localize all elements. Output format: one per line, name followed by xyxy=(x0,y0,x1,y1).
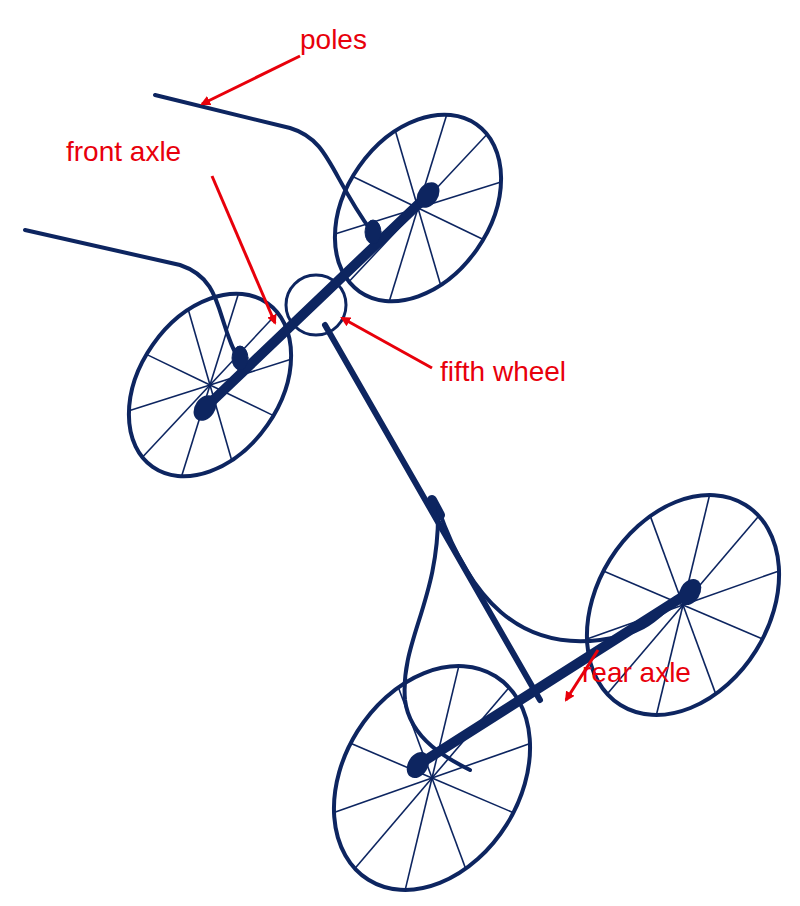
rear-axle xyxy=(418,592,690,765)
wheel-spoke xyxy=(432,778,466,869)
wheel-rim xyxy=(294,630,570,906)
wheel-spoke xyxy=(334,778,432,812)
part-label: fifth wheel xyxy=(440,356,566,388)
part-label: rear axle xyxy=(582,657,691,689)
hub xyxy=(232,346,248,370)
wheel-hub xyxy=(402,748,434,782)
hound xyxy=(438,508,668,641)
wheel-hub xyxy=(412,178,444,212)
wheel-spoke xyxy=(147,354,211,385)
wheel-spoke xyxy=(210,294,238,385)
axles xyxy=(205,195,690,765)
pole xyxy=(25,230,240,362)
wheels xyxy=(95,83,800,906)
wheel-spoke xyxy=(353,177,418,209)
wheel-spoke xyxy=(395,131,418,208)
hub xyxy=(365,220,381,244)
hound xyxy=(405,508,470,770)
wheel-spoke xyxy=(418,208,483,240)
leader-arrow xyxy=(212,176,275,323)
wheel-spoke xyxy=(432,778,513,813)
part-label: poles xyxy=(300,24,367,56)
wheel-hub xyxy=(189,391,221,425)
wheel-spoke xyxy=(188,310,210,385)
wheel-spoke xyxy=(418,208,441,285)
pole xyxy=(155,95,372,232)
part-label: front axle xyxy=(66,136,181,168)
wheel-spoke xyxy=(683,605,763,639)
wheel-hub xyxy=(674,575,706,609)
wheel-rim xyxy=(95,263,324,507)
wheel-spoke xyxy=(650,516,683,605)
leader-arrow xyxy=(342,318,432,368)
front-axle xyxy=(205,195,428,408)
leader-arrow xyxy=(202,56,300,104)
leader-arrows xyxy=(202,56,598,700)
